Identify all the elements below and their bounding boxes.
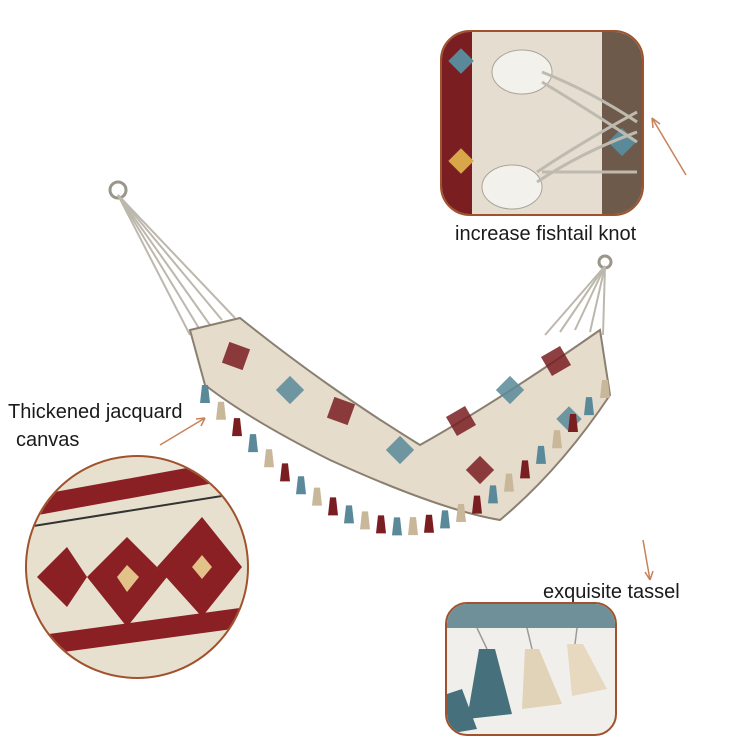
tassel	[472, 495, 482, 514]
tassel	[568, 413, 578, 432]
tassel	[424, 514, 434, 533]
label-exquisite-tassel: exquisite tassel	[543, 581, 680, 603]
label-jacquard-canvas-line2: canvas	[16, 429, 80, 451]
tassel	[488, 485, 498, 504]
fishtail-knot-inset	[440, 30, 644, 216]
tassel	[456, 503, 466, 522]
tassel	[232, 418, 242, 437]
hammock-ropes-left	[108, 180, 236, 336]
tassel	[600, 380, 610, 398]
tassel-inset	[445, 602, 617, 736]
tassel	[392, 517, 402, 536]
tassel	[216, 401, 226, 420]
hammock-tassels	[200, 380, 610, 536]
hammock-ropes-right	[544, 254, 613, 336]
tassel	[312, 487, 322, 506]
tassel	[584, 397, 594, 416]
tassel	[264, 449, 274, 468]
tassel	[360, 511, 370, 530]
tassel	[536, 445, 546, 464]
tassel	[552, 430, 562, 449]
tassel	[200, 385, 210, 403]
tassel	[344, 505, 354, 524]
tassel	[440, 510, 450, 529]
tassel	[248, 434, 258, 453]
tassel	[280, 463, 290, 482]
arrow-canvas	[159, 417, 206, 446]
tassel	[520, 460, 530, 479]
arrow-knot	[651, 117, 687, 176]
label-jacquard-canvas-line1: Thickened jacquard	[8, 401, 183, 423]
jacquard-canvas-inset	[25, 455, 249, 679]
tassel	[408, 517, 418, 536]
hammock-pattern	[221, 341, 582, 485]
hammock-fabric	[188, 316, 612, 522]
tassel	[296, 476, 306, 495]
label-fishtail-knot: increase fishtail knot	[455, 223, 637, 245]
tassel	[376, 515, 386, 534]
arrow-tassel	[642, 539, 654, 581]
tassel	[504, 473, 514, 492]
tassel	[328, 497, 338, 516]
